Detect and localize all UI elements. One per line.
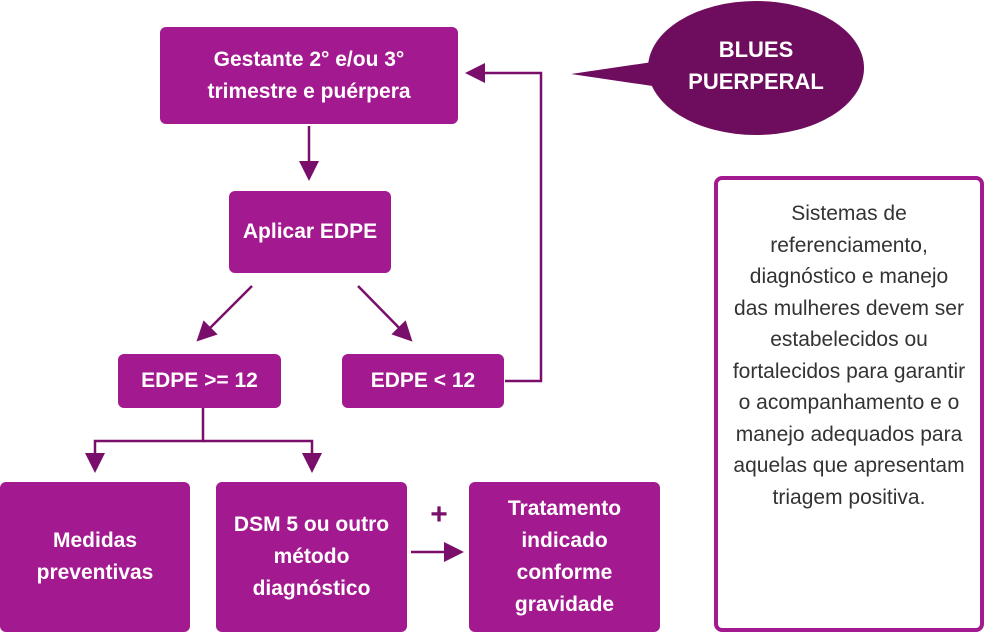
box-pregnant-woman-label: Gestante 2° e/ou 3° trimestre e puérpera — [207, 47, 411, 103]
box-edpe-low: EDPE < 12 — [342, 354, 504, 408]
note-text: Sistemas de referenciamento, diagnóstico… — [732, 202, 966, 509]
box-preventive-measures-label: Medidas preventivas — [36, 529, 154, 584]
box-dsm-diagnostic-label: DSM 5 ou outro método diagnóstico — [233, 513, 390, 600]
arrow-edpe-low-loop-to-pregnant — [465, 63, 543, 383]
box-treatment: Tratamento indicado conforme gravidade — [469, 482, 660, 632]
box-dsm-diagnostic: DSM 5 ou outro método diagnóstico — [216, 482, 407, 632]
speech-bubble-text: BLUES PUERPERAL — [688, 37, 824, 94]
box-edpe-high: EDPE >= 12 — [118, 354, 281, 408]
arrow-apply-to-edpe-low — [357, 285, 413, 342]
box-preventive-measures: Medidas preventivas — [0, 482, 190, 632]
plus-sign: + — [430, 498, 448, 531]
note-box: Sistemas de referenciamento, diagnóstico… — [714, 176, 984, 632]
box-apply-edpe: Aplicar EDPE — [229, 191, 391, 273]
box-apply-edpe-label: Aplicar EDPE — [242, 220, 378, 243]
box-pregnant-woman: Gestante 2° e/ou 3° trimestre e puérpera — [160, 27, 458, 124]
connector-split-to-dsm — [203, 439, 322, 473]
box-treatment-label: Tratamento indicado conforme gravidade — [507, 497, 622, 616]
box-edpe-low-label: EDPE < 12 — [370, 369, 476, 392]
arrow-apply-to-edpe-high — [196, 285, 253, 342]
speech-bubble — [571, 1, 864, 135]
connector-edpe-high-split — [85, 408, 205, 473]
box-edpe-high-label: EDPE >= 12 — [141, 369, 258, 392]
